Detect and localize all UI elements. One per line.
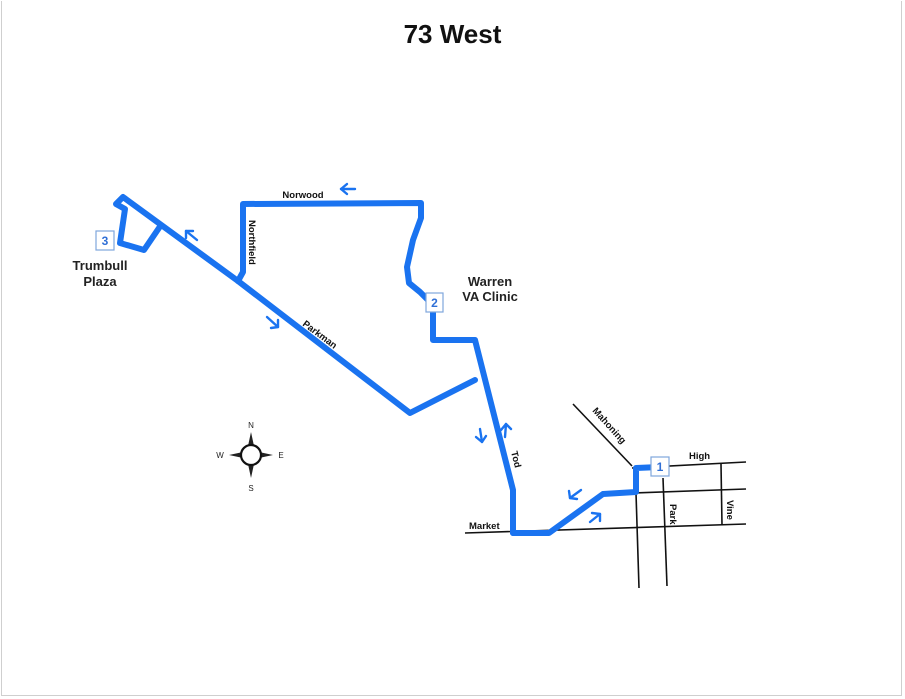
stop-number-3: 3 bbox=[102, 234, 109, 248]
street-label-vine: Vine bbox=[724, 500, 735, 520]
street-label-norwood: Norwood bbox=[282, 190, 323, 201]
compass-west: W bbox=[216, 451, 224, 460]
compass-east: E bbox=[278, 451, 283, 460]
street-mahoning bbox=[572, 403, 633, 467]
arrow-southwest-icon bbox=[567, 488, 583, 501]
route-path-trumbull bbox=[113, 194, 241, 284]
arrow-northeast-icon bbox=[588, 511, 602, 524]
arrow-northwest-icon bbox=[184, 229, 199, 242]
street-grid bbox=[464, 403, 747, 589]
stop-marker-1[interactable]: 1 bbox=[650, 456, 670, 477]
direction-arrows bbox=[184, 182, 602, 524]
street-market bbox=[464, 523, 747, 534]
arrow-southeast-icon bbox=[265, 315, 280, 330]
arrow-north-icon bbox=[499, 422, 513, 439]
street-label-mahoning: Mahoning bbox=[590, 406, 628, 447]
street-label-park: Park bbox=[667, 504, 678, 525]
map-title: 73 West bbox=[403, 19, 502, 49]
compass-south: S bbox=[248, 484, 253, 493]
compass-rose-icon: N S E W bbox=[216, 421, 283, 493]
bus-route bbox=[113, 194, 663, 536]
street-vine bbox=[720, 463, 723, 526]
place-label-warren: Warren bbox=[468, 274, 512, 289]
place-label-trumbull: Trumbull bbox=[73, 258, 128, 273]
place-label-plaza: Plaza bbox=[83, 274, 117, 289]
street-label-northfield: Northfield bbox=[246, 220, 257, 265]
street-middle bbox=[631, 488, 747, 494]
street-west-vertical bbox=[635, 492, 640, 589]
arrow-south-icon bbox=[474, 427, 488, 444]
compass-north: N bbox=[248, 421, 254, 430]
stop-number-1: 1 bbox=[657, 460, 664, 474]
stop-number-2: 2 bbox=[431, 296, 438, 310]
route-path-parkman bbox=[235, 278, 478, 416]
street-label-high: High bbox=[689, 451, 710, 462]
place-label-va-clinic: VA Clinic bbox=[462, 289, 518, 304]
route-path-clinic-north bbox=[235, 200, 436, 308]
street-label-market: Market bbox=[469, 521, 500, 532]
stop-marker-2[interactable]: 2 bbox=[425, 292, 444, 313]
street-label-tod: Tod bbox=[508, 450, 523, 469]
stop-marker-3[interactable]: 3 bbox=[95, 230, 115, 251]
route-path-tod bbox=[430, 302, 516, 536]
street-park bbox=[662, 477, 668, 587]
route-path-main bbox=[510, 464, 663, 536]
arrow-west-icon bbox=[339, 182, 357, 196]
